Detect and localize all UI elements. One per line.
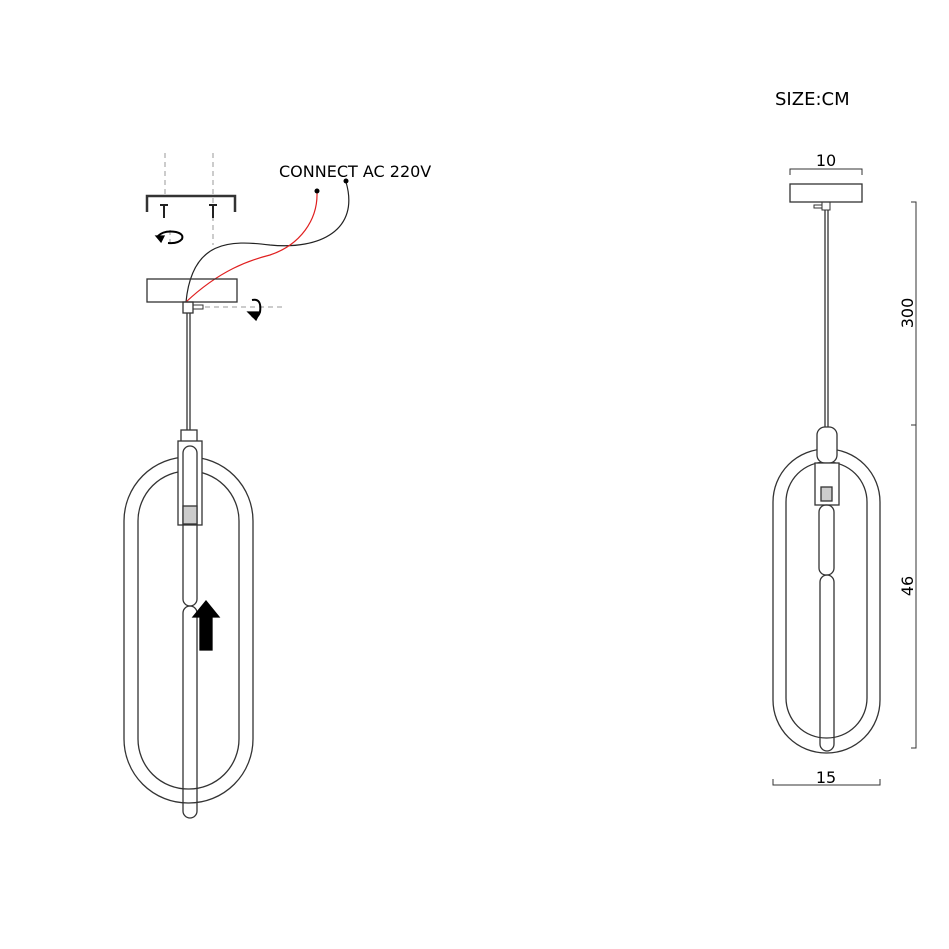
dimension-view bbox=[772, 168, 917, 786]
mounting-bracket bbox=[145, 194, 237, 212]
bulb-holder bbox=[816, 426, 838, 464]
canopy-width-dim-line bbox=[789, 168, 863, 175]
ceiling-guide-lines bbox=[164, 153, 282, 308]
set-screw bbox=[813, 204, 823, 209]
size-unit-label: SIZE:CM bbox=[775, 89, 850, 110]
insert-arrow-icon bbox=[191, 599, 221, 651]
canopy bbox=[146, 278, 238, 303]
rotate-arrow-icon bbox=[157, 230, 184, 245]
bulb-thread bbox=[820, 486, 833, 502]
body-width-dim-line bbox=[772, 779, 881, 786]
wire-end-dot bbox=[314, 188, 320, 194]
connect-label: CONNECT AC 220V bbox=[279, 162, 431, 181]
bulb-tube bbox=[819, 574, 835, 752]
canopy bbox=[789, 183, 863, 203]
bulb-tube bbox=[182, 605, 198, 819]
body-height-label: 46 bbox=[898, 576, 917, 596]
bulb-upper bbox=[818, 504, 835, 576]
neutral-wire bbox=[185, 181, 350, 303]
cable-length-label: 300 bbox=[898, 298, 917, 329]
rotate-arrow-head-icon bbox=[154, 235, 166, 244]
bulb-thread bbox=[182, 505, 198, 525]
rotate-arrow-head-icon bbox=[246, 311, 262, 322]
installation-view bbox=[123, 153, 350, 819]
canopy-width-label: 10 bbox=[816, 151, 836, 170]
wire-end-dot bbox=[343, 178, 349, 184]
body-width-label: 15 bbox=[816, 768, 836, 787]
live-wire bbox=[185, 191, 318, 303]
cable-gripper bbox=[182, 301, 194, 314]
socket-cap bbox=[180, 429, 198, 443]
cable-gripper bbox=[821, 201, 831, 211]
height-dim-line bbox=[911, 201, 917, 749]
screw-icon bbox=[160, 204, 217, 218]
set-screw bbox=[192, 304, 204, 310]
